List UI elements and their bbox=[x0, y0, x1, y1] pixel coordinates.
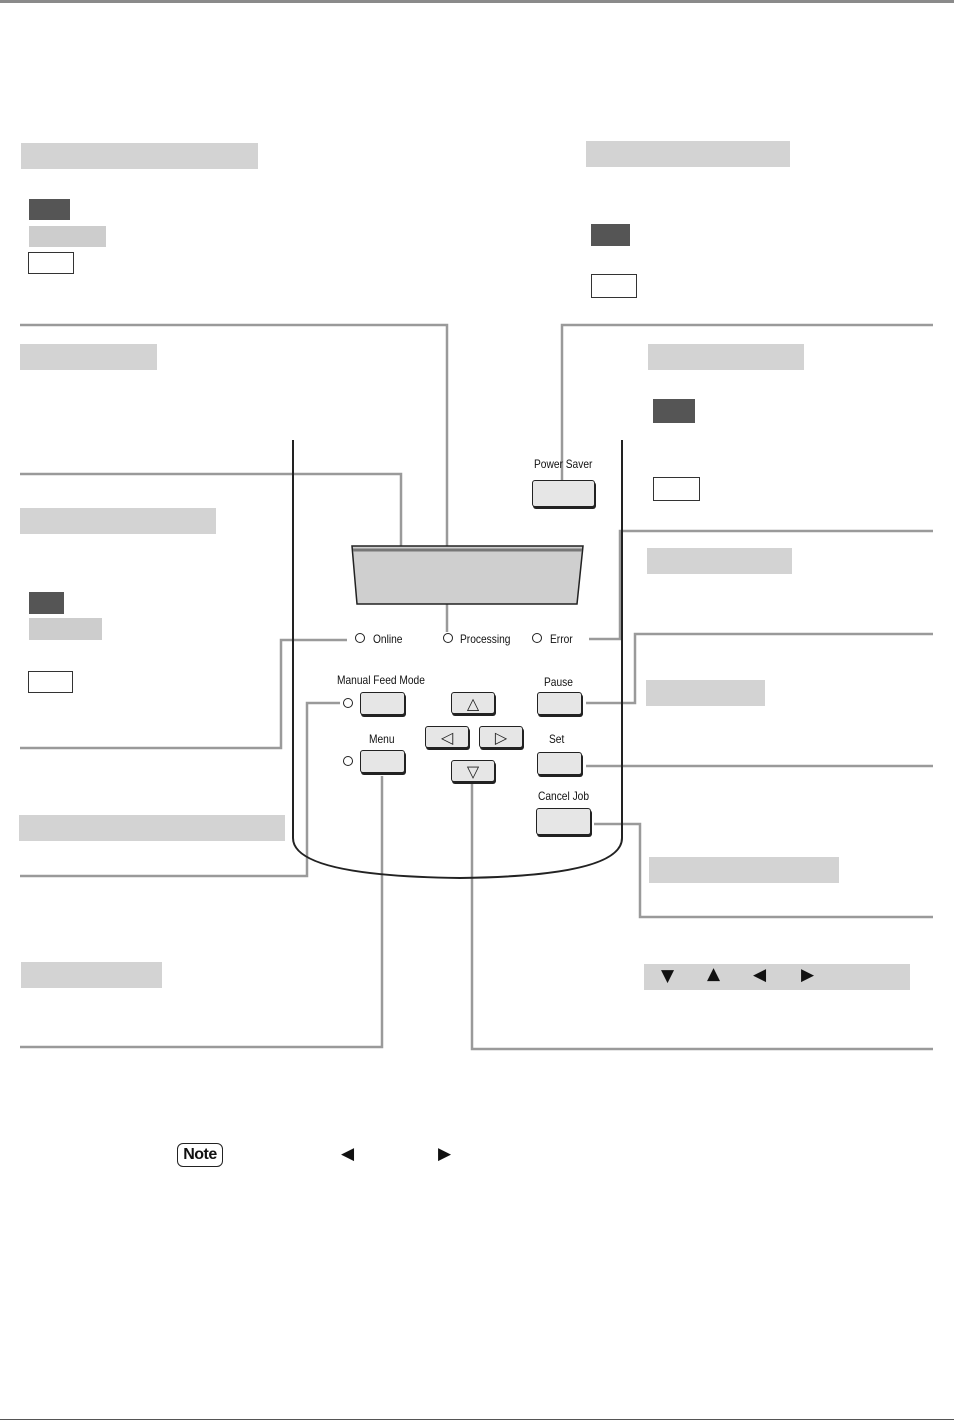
arrow-right-filled-icon: ▶ bbox=[801, 965, 815, 985]
pause-heading-bar bbox=[646, 680, 765, 706]
processing-indicator-heading-bar bbox=[21, 143, 258, 169]
power-saver-indicator-box-off bbox=[591, 274, 637, 298]
online-state-box-off bbox=[28, 671, 73, 693]
arrow-keys-heading-bar bbox=[644, 964, 910, 990]
manual-feed-mode-button[interactable] bbox=[360, 692, 405, 715]
up-arrow-button[interactable]: △ bbox=[451, 692, 495, 714]
power-saver-leader-line bbox=[560, 323, 933, 480]
top-rule bbox=[0, 0, 954, 3]
cancel-job-button[interactable] bbox=[536, 808, 591, 835]
state-box-on bbox=[29, 199, 70, 220]
error-indicator-heading-bar bbox=[647, 548, 792, 574]
error-leader-line bbox=[589, 529, 933, 641]
right-arrow-button[interactable]: ▷ bbox=[479, 726, 523, 748]
menu-button-label: Menu bbox=[369, 732, 395, 746]
power-saver-button[interactable] bbox=[532, 480, 595, 507]
left-arrow-button[interactable]: ◁ bbox=[425, 726, 469, 748]
power-saver-indicator-box-on bbox=[591, 224, 630, 246]
arrow-keys-leader-line bbox=[470, 784, 933, 1051]
power-saver-button-box-off bbox=[653, 477, 700, 501]
processing-led bbox=[443, 633, 453, 643]
note-right-triangle-icon: ▶ bbox=[438, 1144, 452, 1164]
processing-label: Processing bbox=[460, 632, 511, 646]
power-saver-button-heading-bar bbox=[648, 344, 804, 370]
right-arrow-icon: ▷ bbox=[494, 727, 508, 747]
menu-heading-bar bbox=[21, 962, 162, 988]
arrow-left-filled-icon: ◀ bbox=[753, 965, 767, 985]
left-arrow-icon: ◁ bbox=[440, 727, 454, 747]
online-indicator-heading-bar bbox=[20, 508, 216, 534]
online-state-box-on bbox=[29, 592, 64, 614]
processing-leader-line bbox=[20, 323, 449, 632]
menu-leader-line bbox=[20, 776, 384, 1049]
display-leader-line bbox=[20, 472, 403, 546]
cancel-job-leader-line bbox=[594, 822, 933, 919]
cancel-job-button-label: Cancel Job bbox=[538, 789, 590, 803]
error-label: Error bbox=[550, 632, 573, 646]
state-box-off bbox=[28, 252, 74, 274]
online-led bbox=[355, 633, 365, 643]
control-panel-outline bbox=[292, 440, 623, 880]
power-saver-button-box-on bbox=[653, 399, 695, 423]
manual-feed-mode-led bbox=[343, 698, 353, 708]
down-arrow-icon: ▽ bbox=[466, 761, 480, 781]
manual-feed-mode-button-label: Manual Feed Mode bbox=[337, 673, 425, 687]
bottom-rule bbox=[0, 1419, 954, 1420]
down-arrow-button[interactable]: ▽ bbox=[451, 760, 495, 782]
note-left-triangle-icon: ◀ bbox=[341, 1144, 355, 1164]
manual-feed-mode-leader-line bbox=[20, 701, 340, 878]
note-icon: Note bbox=[177, 1143, 223, 1167]
set-button-label: Set bbox=[549, 732, 565, 746]
pause-leader-line bbox=[586, 632, 933, 705]
set-button[interactable] bbox=[537, 752, 582, 775]
online-leader-line bbox=[20, 638, 347, 750]
arrow-down-filled-icon: ▼ bbox=[661, 966, 675, 986]
menu-button[interactable] bbox=[360, 750, 405, 773]
online-state-box-blinking bbox=[29, 618, 102, 640]
pause-button[interactable] bbox=[537, 692, 582, 715]
arrow-up-filled-icon: ▲ bbox=[707, 964, 721, 984]
manual-feed-mode-heading-bar bbox=[19, 815, 285, 841]
power-saver-indicator-heading-bar bbox=[586, 141, 790, 167]
online-label: Online bbox=[373, 632, 403, 646]
lcd-display bbox=[351, 545, 584, 605]
power-saver-button-label: Power Saver bbox=[534, 457, 593, 471]
pause-button-label: Pause bbox=[544, 675, 573, 689]
error-led bbox=[532, 633, 542, 643]
state-box-blinking bbox=[29, 226, 106, 247]
up-arrow-icon: △ bbox=[466, 693, 480, 713]
cancel-job-heading-bar bbox=[649, 857, 839, 883]
display-heading-bar bbox=[20, 344, 157, 370]
menu-led bbox=[343, 756, 353, 766]
